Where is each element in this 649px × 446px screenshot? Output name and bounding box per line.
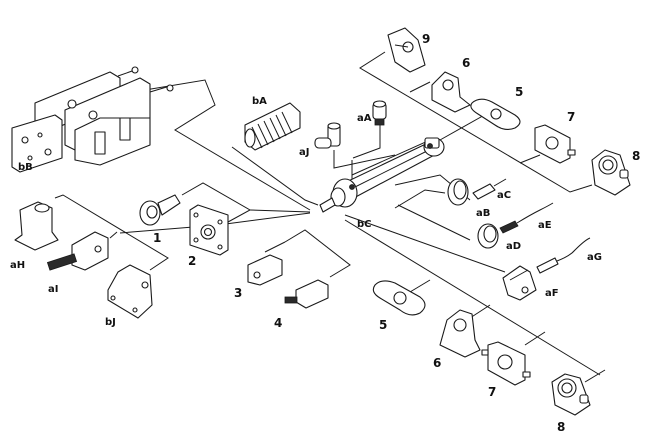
part-aE-sensor (499, 202, 554, 234)
leader-aD (397, 204, 471, 241)
label-aD: aD (506, 241, 522, 252)
label-bJ: bJ (105, 317, 116, 328)
leader-3 (284, 229, 351, 278)
part-aJ-elbow (314, 122, 341, 149)
part-aB-band (447, 178, 469, 206)
label-3: 3 (234, 286, 243, 300)
label-bC: bC (357, 219, 372, 230)
leader-bB (144, 79, 311, 211)
leader-8-bot (584, 369, 606, 383)
label-aJ: aJ (299, 147, 310, 158)
leader-7-top (519, 154, 541, 164)
leader-7-bot (524, 331, 546, 346)
label-bA: bA (252, 96, 267, 107)
label-9: 9 (422, 32, 431, 46)
label-aE: aE (538, 220, 552, 231)
label-aI: aI (48, 284, 59, 295)
leader-1 (181, 182, 252, 223)
label-5-bottom: 5 (379, 318, 388, 332)
label-7-top: 7 (567, 110, 576, 124)
part-1-rod-eye (139, 194, 181, 226)
part-8-bracket-bottom (551, 373, 591, 416)
part-aI-clevis-rod (46, 231, 109, 271)
leader-aB (394, 189, 446, 209)
label-aH: aH (10, 260, 26, 271)
leader-aJ (333, 150, 396, 169)
part-aA-fitting (372, 100, 387, 126)
part-bC-cylinder (319, 137, 445, 213)
leader-2-3 (249, 209, 311, 213)
part-aF-mount (502, 265, 537, 301)
part-4-floating-joint (284, 279, 329, 309)
leader-3b (264, 241, 286, 253)
label-1: 1 (153, 231, 162, 245)
label-aF: aF (545, 288, 559, 299)
leader-6-top (409, 81, 431, 93)
label-8-bottom: 8 (557, 420, 566, 434)
part-aD-band (477, 223, 499, 249)
part-3-clevis (247, 254, 283, 286)
label-aA: aA (357, 113, 372, 124)
label-aB: aB (476, 208, 491, 219)
part-bA-bellows (244, 102, 301, 151)
part-2-square-flange (189, 204, 229, 256)
leader-6-bot (469, 304, 491, 319)
part-bJ-pivot-bracket (107, 264, 153, 319)
label-6-bottom: 6 (433, 356, 442, 370)
leader-aI (109, 231, 118, 239)
leader-bA (231, 146, 319, 206)
label-4: 4 (274, 316, 283, 330)
part-bB-guide-unit (11, 66, 174, 173)
leader-aH-bJ (54, 194, 169, 271)
leader-lines (54, 51, 606, 383)
label-aC: aC (497, 190, 512, 201)
part-aC-sensor (472, 178, 507, 200)
label-8-top: 8 (632, 149, 641, 163)
part-aH-bracket (14, 201, 59, 251)
label-5-top: 5 (515, 85, 524, 99)
label-6-top: 6 (462, 56, 471, 70)
leader-bottom-chain (344, 219, 601, 376)
part-7-trunnion-bottom (481, 341, 531, 386)
part-6-foot-bottom (439, 309, 481, 358)
part-9-clevis-bracket (387, 27, 426, 73)
part-8-bracket-top (591, 149, 631, 196)
part-7-trunnion-top (534, 124, 576, 164)
label-bB: bB (18, 162, 33, 173)
part-aG-sensor (536, 237, 591, 274)
part-6-foot-top (431, 71, 471, 113)
leader-aA (352, 125, 381, 159)
label-2: 2 (188, 254, 197, 268)
label-7-bottom: 7 (488, 385, 497, 399)
part-5-flange-bottom (372, 280, 426, 316)
label-aG: aG (587, 252, 602, 263)
leader-5-top (439, 112, 489, 141)
leader-5-bot (409, 279, 431, 293)
leader-9 (359, 51, 593, 193)
part-5-flange-top (470, 98, 521, 131)
leader-aF (344, 214, 506, 273)
